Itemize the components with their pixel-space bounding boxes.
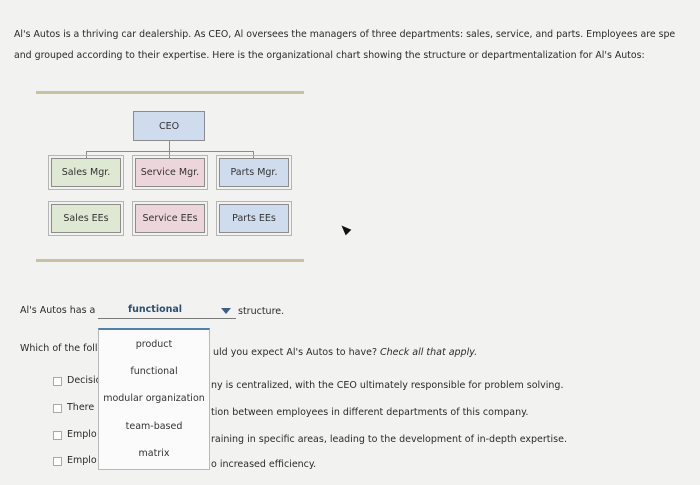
chart-top-divider bbox=[36, 91, 304, 94]
intro-line-2: and grouped according to their expertise… bbox=[14, 50, 645, 61]
structure-select-value: functional bbox=[128, 304, 183, 315]
service-mgr-box: Service Mgr. bbox=[132, 155, 208, 190]
dropdown-option-product[interactable]: product bbox=[135, 339, 173, 350]
structure-dropdown-list: product functional modular organization … bbox=[98, 328, 210, 470]
q2-suffix-text: uld you expect Al's Autos to have? bbox=[213, 347, 377, 358]
sales-ees-label: Sales EEs bbox=[63, 213, 109, 224]
choice-2-right: tion between employees in different depa… bbox=[211, 407, 529, 418]
org-chart: CEO Sales Mgr. Service Mgr. Parts Mgr. S… bbox=[36, 91, 304, 262]
sales-mgr-box: Sales Mgr. bbox=[48, 155, 124, 190]
connector-ceo-down bbox=[169, 141, 170, 151]
ceo-box: CEO bbox=[133, 111, 205, 141]
service-mgr-label: Service Mgr. bbox=[140, 167, 200, 178]
choice-1-left: Decisio bbox=[67, 375, 102, 386]
parts-mgr-label: Parts Mgr. bbox=[230, 167, 278, 178]
choice-3-left: Emplo bbox=[67, 429, 97, 440]
choice-3-right: raining in specific areas, leading to th… bbox=[211, 434, 567, 445]
q2-instruction: Check all that apply. bbox=[380, 347, 478, 358]
structure-select[interactable]: functional bbox=[98, 302, 236, 319]
dropdown-option-team-based[interactable]: team-based bbox=[125, 421, 183, 432]
choice-4-right: o increased efficiency. bbox=[211, 459, 317, 470]
q1-prefix: Al's Autos has a bbox=[20, 305, 96, 316]
parts-ees-label: Parts EEs bbox=[232, 213, 276, 224]
choice-checkbox-3[interactable] bbox=[53, 431, 62, 440]
connector-sales bbox=[86, 151, 87, 158]
connector-parts bbox=[253, 151, 254, 158]
choice-checkbox-1[interactable] bbox=[53, 377, 62, 386]
intro-text: Al's Autos is a thriving car dealership.… bbox=[14, 24, 698, 66]
chevron-down-icon[interactable] bbox=[221, 308, 231, 314]
choice-checkbox-2[interactable] bbox=[53, 404, 62, 413]
dropdown-option-functional[interactable]: functional bbox=[130, 366, 178, 377]
intro-line-1: Al's Autos is a thriving car dealership.… bbox=[14, 29, 676, 40]
dropdown-option-modular-organization[interactable]: modular organization bbox=[103, 393, 205, 404]
q2-suffix: uld you expect Al's Autos to have? Check… bbox=[213, 347, 477, 358]
choice-4-left: Emplo bbox=[67, 455, 97, 466]
q2-prefix: Which of the foll bbox=[20, 343, 98, 354]
choice-1-right: ny is centralized, with the CEO ultimate… bbox=[211, 380, 564, 391]
chart-bottom-divider bbox=[36, 259, 304, 262]
sales-ees-box: Sales EEs bbox=[48, 201, 124, 236]
parts-ees-box: Parts EEs bbox=[216, 201, 292, 236]
connector-service bbox=[169, 151, 170, 158]
q1-suffix: structure. bbox=[238, 306, 285, 317]
choice-2-left: There bbox=[67, 402, 95, 413]
ceo-label: CEO bbox=[158, 120, 180, 132]
connector-horizontal bbox=[86, 151, 254, 152]
dropdown-option-matrix[interactable]: matrix bbox=[138, 448, 170, 459]
service-ees-label: Service EEs bbox=[142, 213, 198, 224]
parts-mgr-box: Parts Mgr. bbox=[216, 155, 292, 190]
choice-checkbox-4[interactable] bbox=[53, 457, 62, 466]
sales-mgr-label: Sales Mgr. bbox=[61, 167, 111, 178]
service-ees-box: Service EEs bbox=[132, 201, 208, 236]
